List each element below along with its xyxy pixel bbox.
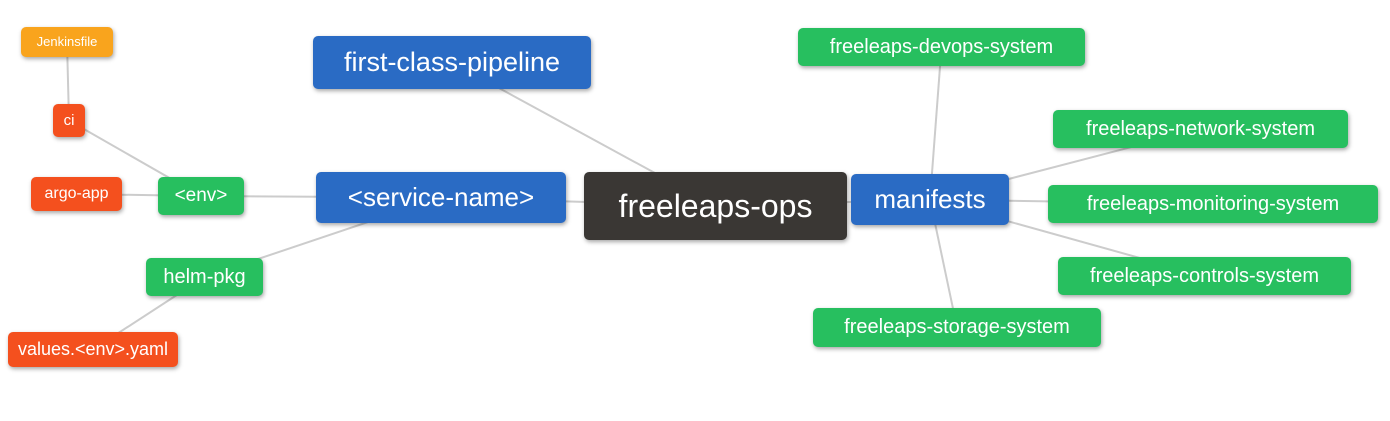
node-label: freeleaps-storage-system [844, 316, 1070, 338]
node-label: Jenkinsfile [36, 34, 98, 49]
node-env[interactable]: <env> [158, 177, 244, 215]
node-freeleaps-storage-system[interactable]: freeleaps-storage-system [813, 308, 1101, 347]
node-argo-app[interactable]: argo-app [31, 177, 122, 211]
node-label: freeleaps-network-system [1086, 117, 1315, 140]
node-label: freeleaps-devops-system [829, 35, 1054, 58]
node-label: values.<env>.yaml [17, 339, 169, 359]
node-freeleaps-ops[interactable]: freeleaps-ops [584, 172, 847, 240]
node-label: helm-pkg [163, 265, 246, 288]
node-ci[interactable]: ci [53, 104, 85, 137]
node-jenkinsfile[interactable]: Jenkinsfile [21, 27, 113, 57]
node-label: <env> [174, 185, 228, 206]
node-manifests[interactable]: manifests [851, 174, 1009, 225]
node-service-name[interactable]: <service-name> [316, 172, 566, 223]
node-freeleaps-network-system[interactable]: freeleaps-network-system [1053, 110, 1348, 148]
node-freeleaps-monitoring-system[interactable]: freeleaps-monitoring-system [1048, 185, 1378, 223]
node-helm-pkg[interactable]: helm-pkg [146, 258, 263, 296]
node-label: ci [63, 111, 75, 129]
node-freeleaps-devops-system[interactable]: freeleaps-devops-system [798, 28, 1085, 66]
node-label: freeleaps-monitoring-system [1086, 192, 1340, 215]
node-label: first-class-pipeline [343, 46, 561, 77]
node-label: freeleaps-controls-system [1090, 264, 1319, 287]
node-label: <service-name> [347, 182, 535, 212]
node-label: manifests [874, 184, 986, 214]
node-label: argo-app [44, 184, 109, 202]
node-freeleaps-controls-system[interactable]: freeleaps-controls-system [1058, 257, 1351, 295]
node-first-class-pipeline[interactable]: first-class-pipeline [313, 36, 591, 89]
node-values-env-yaml[interactable]: values.<env>.yaml [8, 332, 178, 367]
node-label: freeleaps-ops [618, 187, 813, 224]
